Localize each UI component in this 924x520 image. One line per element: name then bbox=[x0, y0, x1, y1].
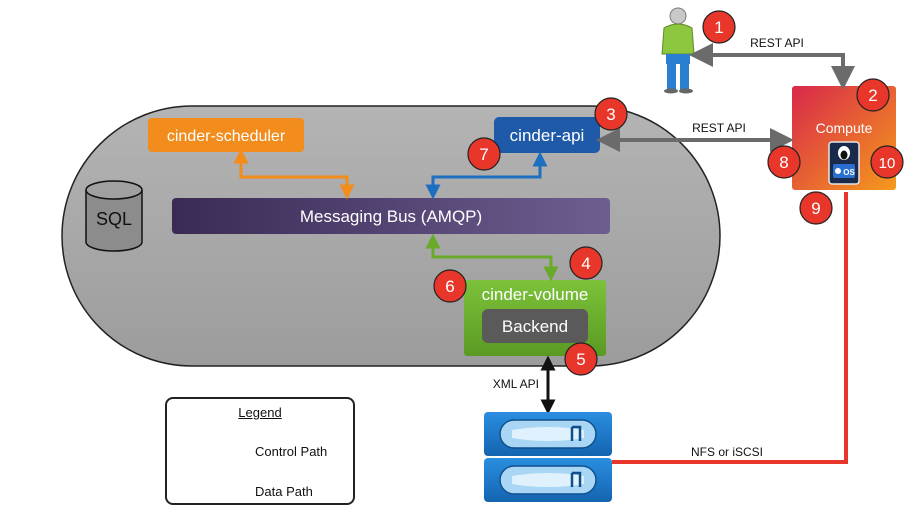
step-badge-5: 5 bbox=[564, 342, 598, 376]
step-badge-label: 5 bbox=[576, 350, 585, 369]
step-badge-9: 9 bbox=[799, 191, 833, 225]
legend: Legend Control Path Data Path bbox=[165, 397, 355, 505]
legend-control-path-label: Control Path bbox=[255, 444, 328, 459]
api-bus-arrow bbox=[425, 151, 548, 200]
step-badge-label: 7 bbox=[479, 145, 488, 164]
step-badge-8: 8 bbox=[767, 145, 801, 179]
step-badge-label: 3 bbox=[606, 105, 615, 124]
step-badge-label: 6 bbox=[445, 277, 454, 296]
sql-database: SQL bbox=[85, 180, 143, 252]
scheduler-bus-arrow bbox=[233, 148, 355, 200]
cinder-scheduler-node: cinder-scheduler bbox=[148, 118, 304, 152]
nfs-iscsi-label: NFS or iSCSI bbox=[691, 445, 763, 459]
step-badge-3: 3 bbox=[594, 97, 628, 131]
user-compute-arrow bbox=[689, 43, 855, 90]
sql-label: SQL bbox=[96, 209, 132, 229]
step-badge-1: 1 bbox=[702, 10, 736, 44]
os-badge-label: OS bbox=[843, 168, 855, 177]
step-badge-6: 6 bbox=[433, 269, 467, 303]
storage-array bbox=[484, 412, 612, 502]
cinder-scheduler-label: cinder-scheduler bbox=[167, 128, 286, 145]
step-badge-4: 4 bbox=[569, 246, 603, 280]
xml-api-label: XML API bbox=[493, 377, 539, 391]
rest-api-compute-label: REST API bbox=[692, 121, 746, 135]
step-badge-label: 4 bbox=[581, 254, 590, 273]
backend-label: Backend bbox=[502, 317, 568, 336]
compute-label: Compute bbox=[816, 120, 873, 136]
step-badge-label: 9 bbox=[811, 199, 820, 218]
step-badge-7: 7 bbox=[467, 137, 501, 171]
step-badge-label: 2 bbox=[868, 86, 877, 105]
step-badge-10: 10 bbox=[870, 145, 904, 179]
bus-volume-arrow bbox=[425, 233, 559, 282]
messaging-bus-label: Messaging Bus (AMQP) bbox=[300, 207, 482, 226]
step-badge-label: 10 bbox=[879, 155, 896, 172]
legend-data-path-label: Data Path bbox=[255, 484, 313, 499]
data-path-line bbox=[612, 192, 848, 464]
step-badge-label: 1 bbox=[714, 18, 723, 37]
user-icon bbox=[661, 7, 695, 94]
backend-node bbox=[482, 309, 588, 343]
messaging-bus-node: Messaging Bus (AMQP) bbox=[172, 198, 610, 234]
cinder-api-label: cinder-api bbox=[510, 126, 585, 145]
step-badge-label: 8 bbox=[779, 153, 788, 172]
step-badge-2: 2 bbox=[856, 78, 890, 112]
cinder-volume-label: cinder-volume bbox=[482, 285, 589, 304]
rest-api-user-label: REST API bbox=[750, 36, 804, 50]
cinder-api-node: cinder-api bbox=[494, 117, 600, 153]
compute-node: Compute OS bbox=[792, 86, 896, 190]
legend-title: Legend bbox=[238, 405, 282, 420]
cinder-volume-node: cinder-volume Backend bbox=[464, 280, 606, 356]
